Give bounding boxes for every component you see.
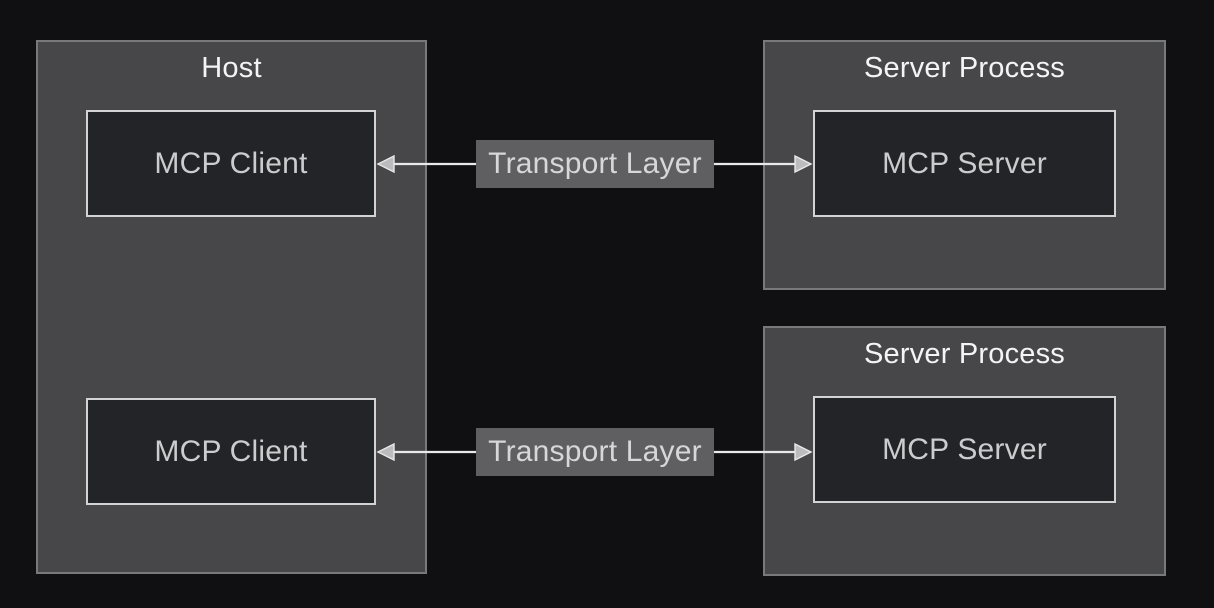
mcp-server-label-2: MCP Server	[882, 432, 1047, 466]
mcp-server-label-1: MCP Server	[882, 146, 1047, 180]
transport-layer-label-2: Transport Layer	[476, 428, 714, 476]
server-process-title-1: Server Process	[863, 52, 1066, 84]
mcp-client-box-1: MCP Client	[86, 110, 376, 217]
mcp-client-box-2: MCP Client	[86, 398, 376, 505]
server-process-container-1: Server Process MCP Server	[763, 40, 1166, 290]
server-process-title-2: Server Process	[863, 338, 1066, 370]
server-process-container-2: Server Process MCP Server	[763, 326, 1166, 576]
mcp-server-box-2: MCP Server	[813, 396, 1116, 503]
mcp-client-label-2: MCP Client	[154, 434, 308, 468]
host-container: Host MCP Client MCP Client	[36, 40, 427, 574]
mcp-client-label-1: MCP Client	[154, 146, 308, 180]
host-title: Host	[201, 52, 262, 84]
transport-layer-label-1: Transport Layer	[476, 140, 714, 188]
mcp-server-box-1: MCP Server	[813, 110, 1116, 217]
